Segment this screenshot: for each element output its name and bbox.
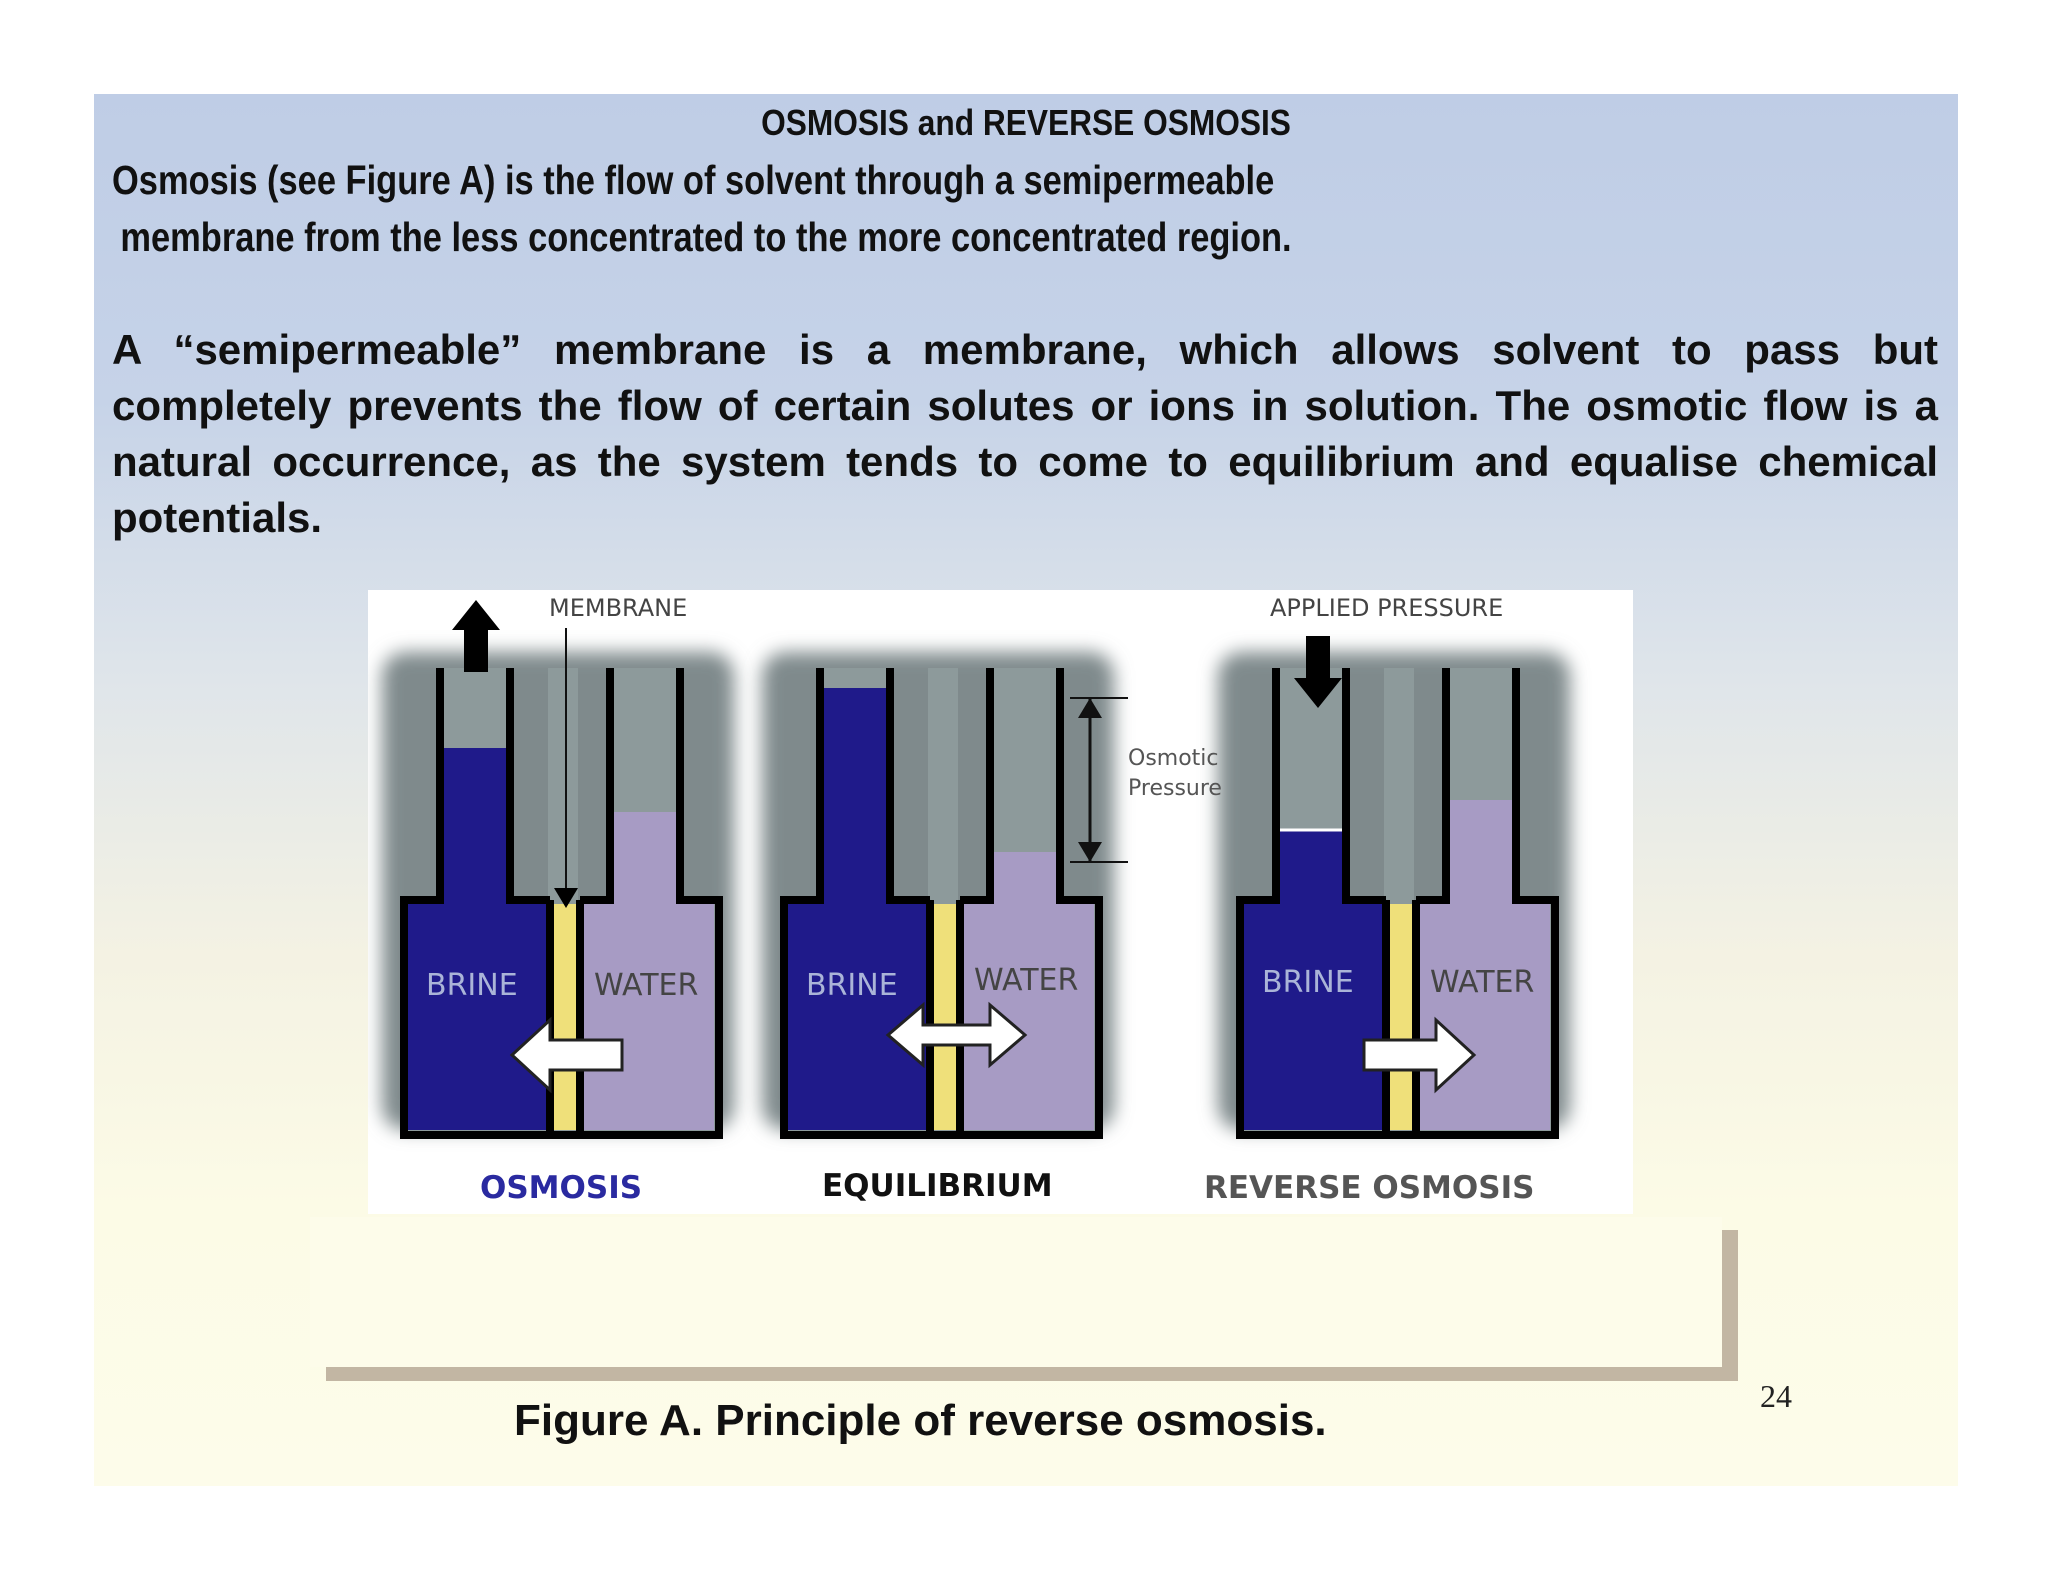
panel-reverse-osmosis: APPLIED PRESSURE BRINE WATER REVERSE OSM…: [1204, 594, 1559, 1206]
osmosis-title: OSMOSIS: [480, 1170, 642, 1206]
water-label: WATER: [974, 963, 1078, 998]
water-column: [1448, 800, 1514, 908]
brine-column: [442, 748, 508, 908]
caption-shadow: [326, 1367, 1738, 1381]
intro-line-1: Osmosis (see Figure A) is the flow of so…: [112, 157, 1275, 203]
down-arrow-icon: [1294, 636, 1342, 708]
definition-paragraph: A “semipermeable” membrane is a membrane…: [112, 326, 1938, 541]
brine-column: [822, 688, 888, 908]
slide-title: OSMOSIS and REVERSE OSMOSIS: [761, 102, 1291, 143]
caption-shadow: [1722, 1230, 1738, 1380]
center-tube: [548, 668, 578, 900]
brine-chamber: [408, 904, 558, 1130]
membrane-label: MEMBRANE: [549, 594, 687, 622]
water-column: [612, 812, 678, 908]
dimension-arrowhead-icon: [1078, 842, 1102, 862]
right-flow-arrow-icon: [1362, 1016, 1477, 1094]
brine-label: BRINE: [426, 968, 518, 1003]
brine-label: BRINE: [806, 968, 898, 1003]
water-column: [992, 852, 1058, 908]
slide: OSMOSIS and REVERSE OSMOSIS Osmosis (see…: [94, 94, 1958, 1486]
apparatus-walls: [1236, 668, 1559, 1139]
figure-caption: Figure A. Principle of reverse osmosis.: [514, 1396, 1327, 1445]
water-chamber: [580, 904, 714, 1130]
pointer-arrowhead-icon: [554, 888, 578, 908]
center-tube: [928, 668, 958, 900]
pressure-label: Pressure: [1128, 776, 1222, 801]
equilibrium-title: EQUILIBRIUM: [822, 1168, 1053, 1204]
intro-text: Osmosis (see Figure A) is the flow of so…: [112, 152, 1292, 266]
applied-pressure-label: APPLIED PRESSURE: [1270, 594, 1503, 622]
double-flow-arrow-icon: [885, 1001, 1028, 1069]
osmosis-diagram: BRINE WATER OSMOSIS MEMBRANE: [382, 594, 1570, 1206]
reverse-osmosis-title: REVERSE OSMOSIS: [1204, 1170, 1534, 1206]
osmosis-figure: BRINE WATER OSMOSIS MEMBRANE: [368, 590, 1633, 1214]
water-label: WATER: [594, 968, 698, 1003]
apparatus-walls: [780, 668, 1103, 1139]
water-chamber: [1416, 904, 1550, 1130]
dimension-arrowhead-icon: [1078, 698, 1102, 718]
page-number: 24: [1760, 1378, 1792, 1414]
brine-chamber: [1244, 904, 1394, 1130]
intro-line-2: membrane from the less concentrated to t…: [120, 214, 1292, 260]
apparatus-walls: [400, 668, 723, 1139]
up-arrow-icon: [452, 600, 500, 672]
caption-panel: [310, 1217, 1722, 1367]
left-flow-arrow-icon: [509, 1016, 624, 1094]
water-label: WATER: [1430, 965, 1534, 1000]
center-tube: [1384, 668, 1414, 900]
brine-label: BRINE: [1262, 965, 1354, 1000]
brine-column: [1278, 830, 1344, 908]
osmotic-label: Osmotic: [1128, 746, 1219, 771]
panel-osmosis: BRINE WATER OSMOSIS: [400, 600, 723, 1206]
panel-equilibrium: Osmotic Pressure BRINE WATER EQUILIBRIUM: [780, 668, 1222, 1204]
water-chamber: [960, 904, 1094, 1130]
